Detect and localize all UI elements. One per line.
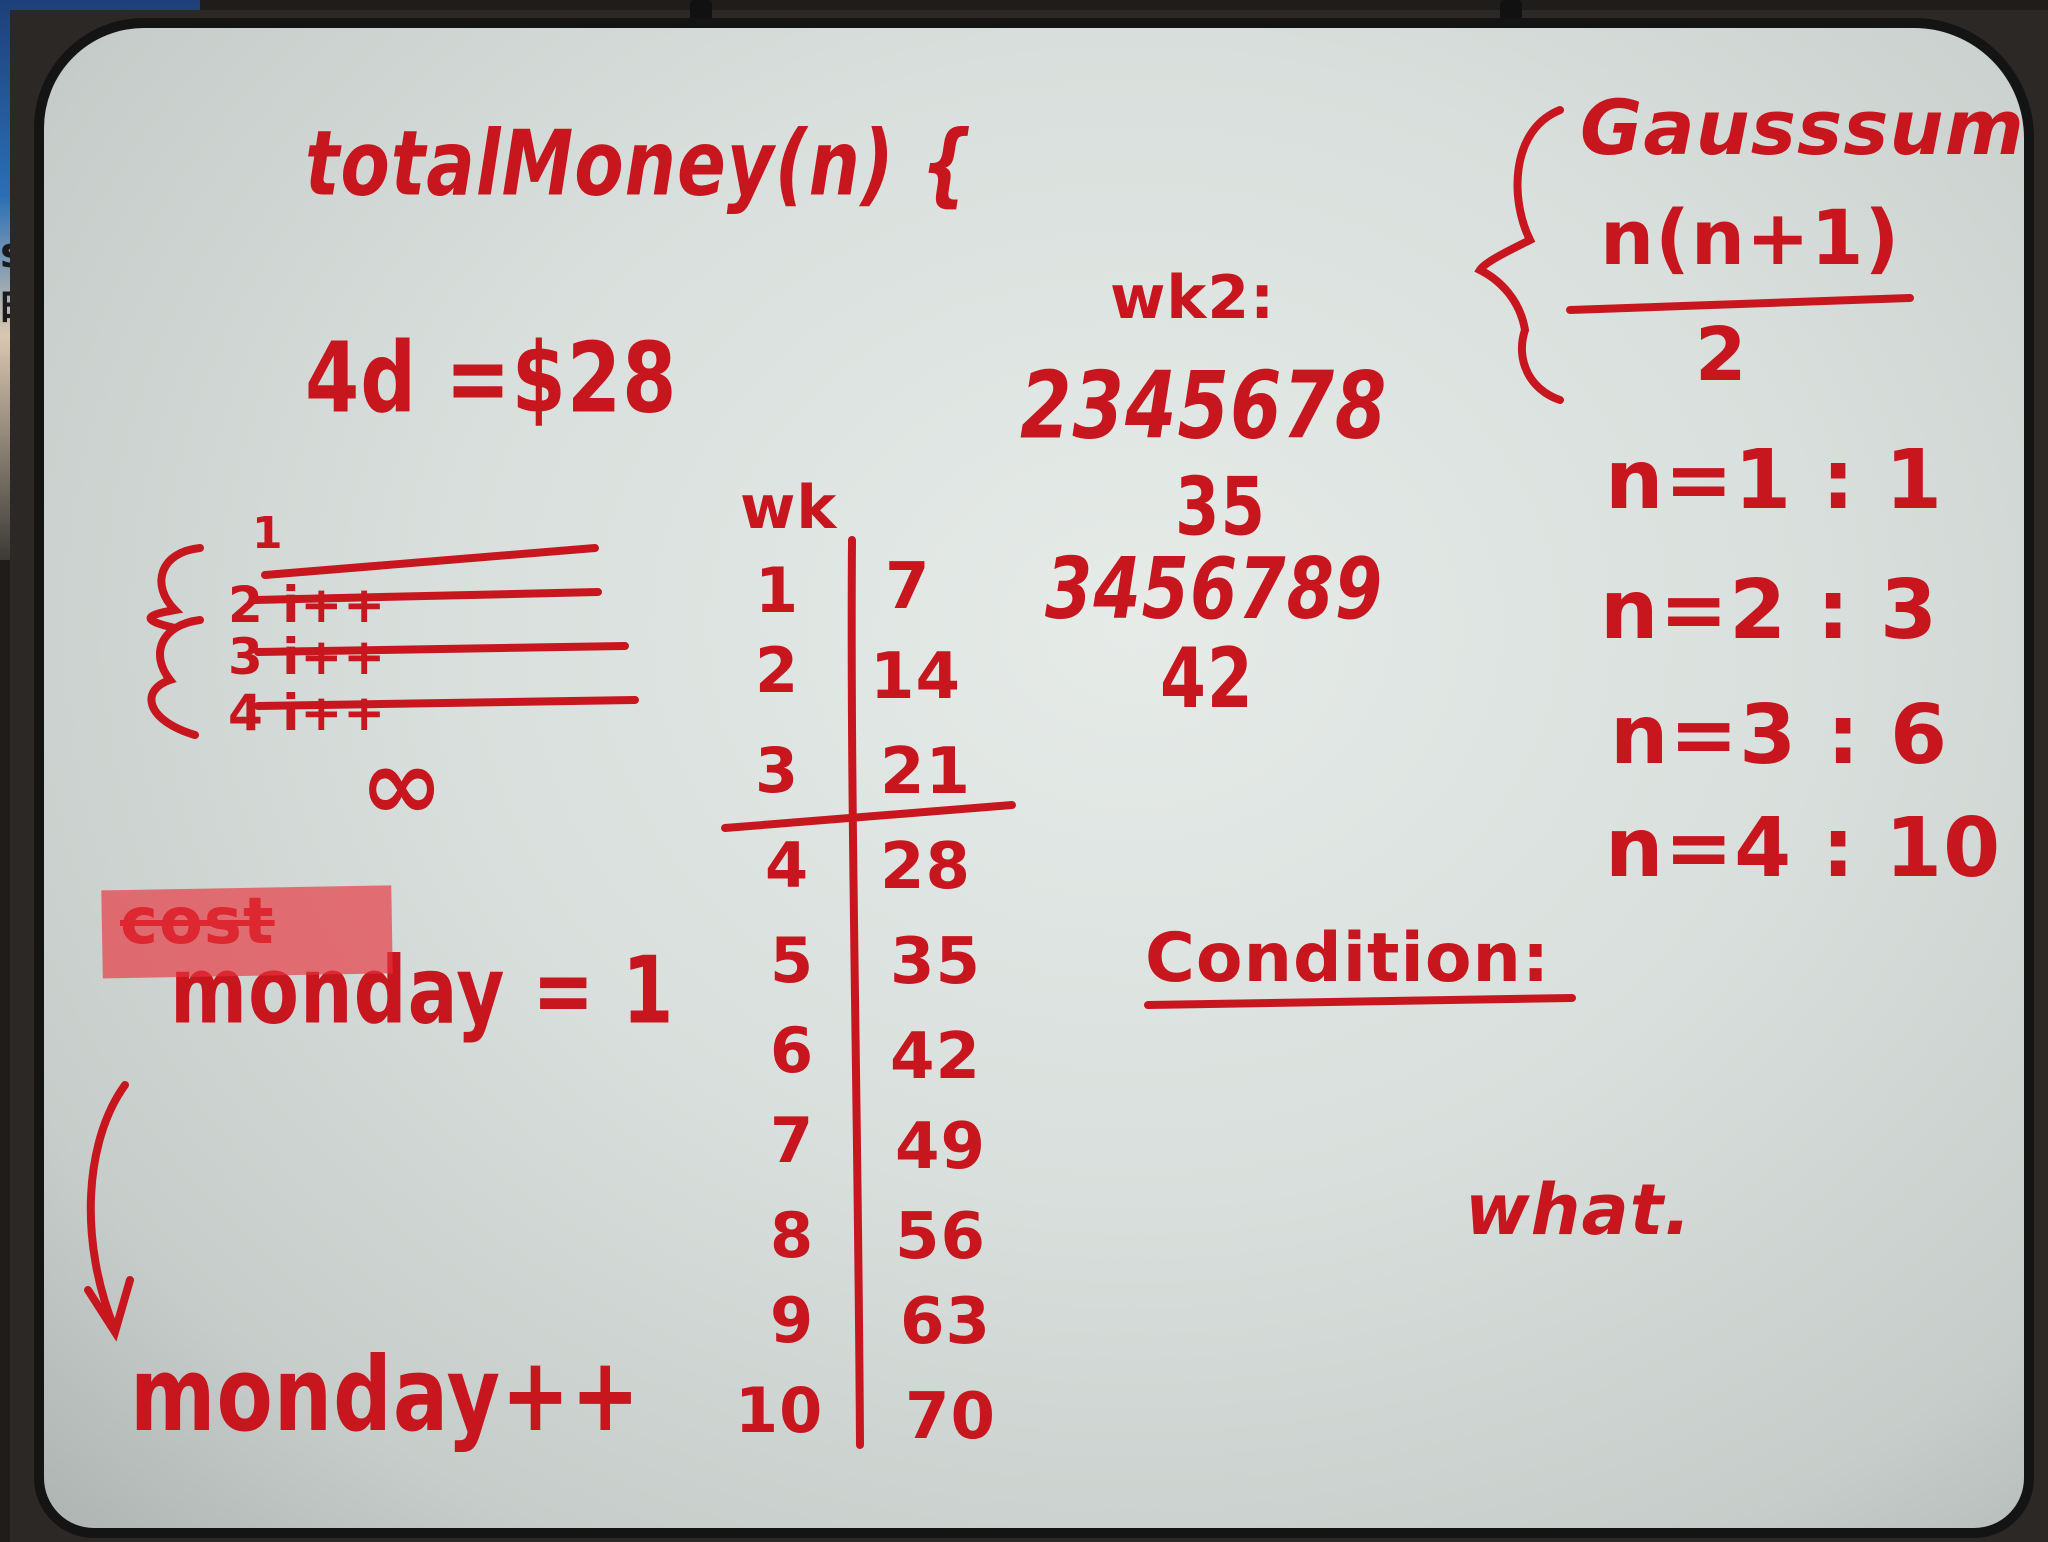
- week-number: 9: [770, 1284, 815, 1357]
- week-number: 10: [735, 1374, 824, 1447]
- gauss-example: n=2 : 3: [1600, 563, 1939, 658]
- fraction-bar: [1566, 294, 1914, 314]
- week-number: 7: [770, 1104, 815, 1177]
- gauss-denominator: 2: [1695, 312, 1748, 398]
- gauss-numerator: n(n+1): [1600, 193, 1901, 282]
- gauss-example: n=3 : 6: [1610, 688, 1949, 783]
- infinity-symbol: ∞: [360, 726, 445, 843]
- question-note: what.: [1465, 1169, 1692, 1251]
- table-horizontal-divider: [721, 801, 1016, 832]
- week2-sum: 35: [1175, 461, 1267, 555]
- week-total: 70: [905, 1380, 997, 1454]
- iteration-item: 2 i++: [228, 576, 387, 634]
- arrow-head-icon: [84, 1276, 134, 1342]
- week-number: 8: [770, 1199, 815, 1272]
- week-total: 35: [890, 925, 982, 999]
- function-header: totalMoney(n) {: [305, 110, 974, 216]
- week-total: 7: [885, 550, 931, 624]
- week2-sequence: 2345678: [1020, 352, 1388, 460]
- week-total: 49: [895, 1110, 987, 1184]
- condition-label: Condition:: [1145, 919, 1551, 998]
- gauss-example: n=4 : 10: [1605, 801, 2002, 896]
- week-number: 1: [755, 554, 800, 627]
- week-total: 63: [900, 1285, 992, 1359]
- gauss-brace-icon: [1474, 106, 1564, 404]
- week-total: 14: [870, 640, 962, 714]
- week-number: 4: [765, 829, 810, 902]
- monday-increment: monday++: [130, 1336, 641, 1455]
- iteration-line: [254, 642, 629, 656]
- iteration-line: [261, 544, 599, 579]
- week3-sum: 42: [1160, 630, 1254, 727]
- condition-underline: [1144, 994, 1576, 1009]
- gauss-title: Gausssum: [1580, 83, 2025, 172]
- week-number: 5: [770, 924, 815, 997]
- curved-arrow-icon: [86, 1081, 129, 1334]
- iteration-item: 3 i++: [228, 628, 387, 686]
- gauss-example: n=1 : 1: [1605, 433, 1944, 528]
- week-total: 21: [880, 735, 972, 809]
- table-vertical-divider: [847, 536, 864, 1449]
- iteration-line: [251, 588, 602, 604]
- days-note: 4d =$28: [305, 322, 678, 435]
- iteration-item: 4 i++: [228, 684, 387, 742]
- week-total: 28: [880, 830, 972, 904]
- week-number: 2: [755, 634, 800, 707]
- table-header-wk: wk: [740, 473, 838, 543]
- week-number: 6: [770, 1014, 815, 1087]
- week-total: 42: [890, 1020, 982, 1094]
- week-total: 56: [895, 1200, 987, 1274]
- iteration-line: [254, 696, 639, 710]
- week3-sequence: 3456789: [1045, 540, 1384, 640]
- left-brace-icon: [147, 616, 204, 739]
- highlighter-band: [101, 885, 393, 979]
- week-number: 3: [755, 734, 800, 807]
- week2-label: wk2:: [1110, 263, 1276, 333]
- left-brace-icon: [146, 544, 204, 632]
- whiteboard: [34, 18, 2034, 1538]
- iteration-first: 1: [252, 508, 284, 559]
